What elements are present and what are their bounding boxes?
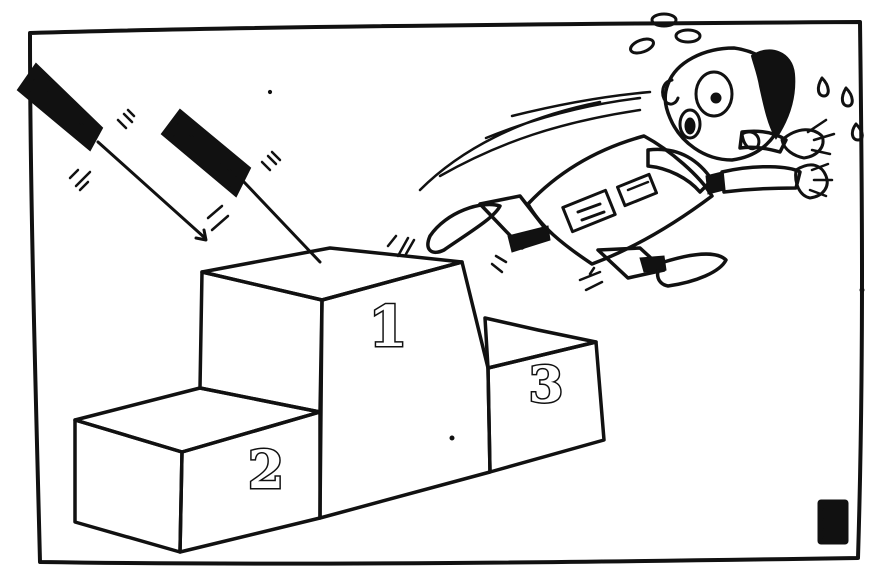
cartoon-frame — [28, 20, 864, 566]
kick-lines — [386, 234, 416, 258]
speed-lines — [418, 90, 652, 192]
falling-man — [386, 12, 864, 292]
ink-speck — [859, 287, 865, 293]
right-arrow — [160, 108, 322, 264]
eye — [694, 70, 734, 118]
nose — [661, 78, 680, 106]
left-hand — [780, 128, 825, 160]
ear — [740, 130, 761, 151]
third-place-number: 3 — [529, 355, 564, 414]
second-place-number: 2 — [248, 440, 284, 501]
sweat-drops — [629, 12, 864, 142]
race-bib — [561, 188, 617, 234]
winners-podium: 1 2 3 — [73, 89, 865, 554]
open-mouth — [678, 108, 702, 140]
hair — [750, 49, 796, 140]
artist-signature-stamp — [817, 499, 849, 545]
first-place-number: 1 — [369, 294, 408, 360]
ink-speck — [267, 89, 273, 95]
ink-speck — [449, 435, 455, 441]
first-place-block — [198, 246, 492, 520]
left-arrow — [16, 62, 230, 242]
right-hand — [794, 163, 829, 200]
